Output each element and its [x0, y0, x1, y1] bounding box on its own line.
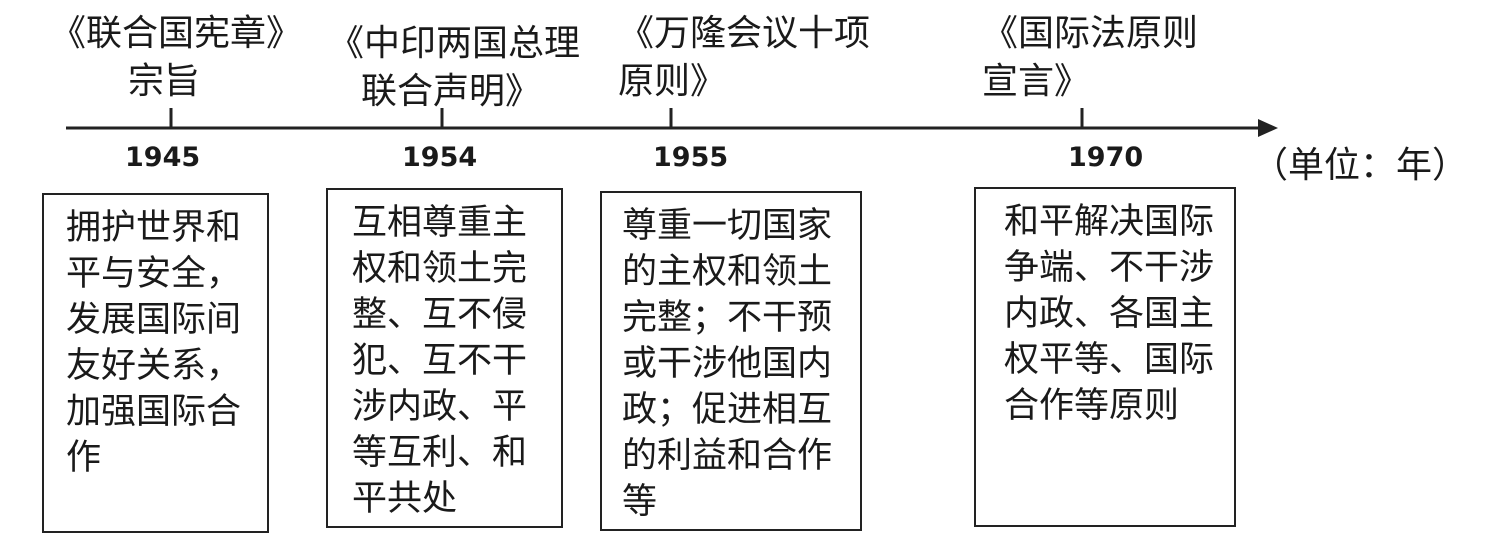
event-box-1970: 和平解决国际 争端、不干涉 内政、各国主 权平等、国际 合作等原则: [974, 187, 1236, 527]
title-line: 原则》: [618, 61, 727, 102]
event-box-1954: 互相尊重主 权和领土完 整、互不侵 犯、互不干 涉内政、平 等互利、和 平共处: [326, 188, 563, 528]
event-description: 尊重一切国家 的主权和领土 完整；不干预 或干涉他国内 政；促进相互 的利益和合…: [622, 206, 833, 522]
title-line: 《国际法原则: [982, 13, 1199, 54]
event-description: 互相尊重主 权和领土完 整、互不侵 犯、互不干 涉内政、平 等互利、和 平共处: [352, 203, 528, 519]
year-label-1954: 1954: [402, 142, 478, 173]
title-line: 联合声明》: [361, 71, 542, 112]
event-title-1954: 《中印两国总理 联合声明》: [328, 20, 580, 116]
event-title-1955: 《万隆会议十项 原则》: [618, 10, 870, 106]
event-description: 拥护世界和 平与安全， 发展国际间 友好关系， 加强国际合 作: [66, 208, 242, 478]
event-description: 和平解决国际 争端、不干涉 内政、各国主 权平等、国际 合作等原则: [1004, 202, 1215, 426]
event-title-1970: 《国际法原则 宣言》: [982, 10, 1198, 106]
year-label-1970: 1970: [1068, 142, 1144, 173]
event-box-1945: 拥护世界和 平与安全， 发展国际间 友好关系， 加强国际合 作: [42, 193, 269, 533]
title-line: 《万隆会议十项: [618, 13, 871, 54]
title-line: 《中印两国总理: [328, 23, 581, 64]
title-line: 《联合国宪章》: [50, 13, 303, 54]
unit-label: （单位：年）: [1252, 145, 1469, 186]
event-box-1955: 尊重一切国家 的主权和领土 完整；不干预 或干涉他国内 政；促进相互 的利益和合…: [600, 191, 862, 531]
year-label-1955: 1955: [653, 142, 729, 173]
year-label-1945: 1945: [125, 142, 201, 173]
event-title-1945: 《联合国宪章》 宗旨: [50, 10, 302, 106]
title-line: 宣言》: [982, 61, 1091, 102]
title-line: 宗旨: [128, 61, 201, 102]
axis-arrowhead: [1258, 119, 1278, 137]
